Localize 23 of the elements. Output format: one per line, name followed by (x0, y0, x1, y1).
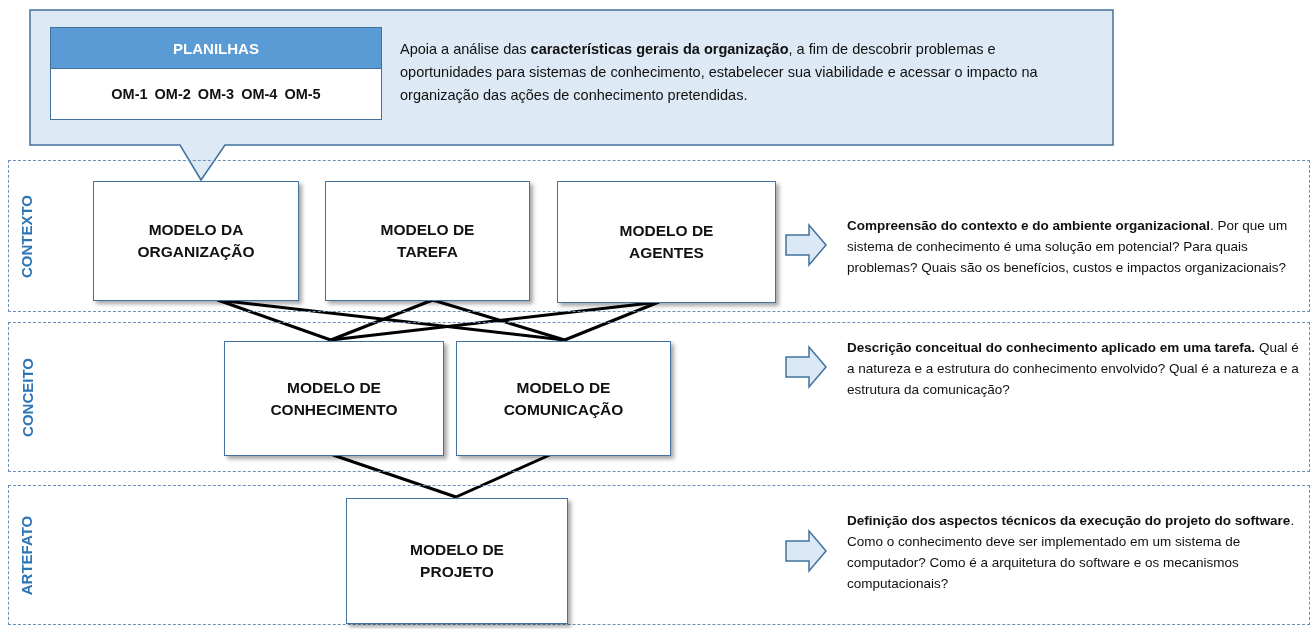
model-box: MODELO DE AGENTES (557, 181, 776, 303)
section-band (8, 160, 1310, 312)
model-box: MODELO DE CONHECIMENTO (224, 341, 444, 456)
block-arrow (785, 528, 827, 574)
model-box: MODELO DE TAREFA (325, 181, 530, 301)
section-band (8, 322, 1310, 472)
description-text: Apoia a análise das características gerais da organização, a fim de descobrir problemas e oportunidades para sistemas de conhecimento, estabelecer sua viabilidade e acessar o impacto na organização das ações de conhecimento pretendidas. (400, 40, 1039, 105)
section-label: ARTEFATO (18, 515, 36, 595)
description-text: Descrição conceitual do conhecimento aplicado em uma tarefa. Qual é a natureza e a estrutura do conhecimento envolvido? Qual é a natureza e a estrutura da comunicação? (827, 335, 1309, 401)
description-text: Definição dos aspectos técnicos da execução do projeto do software. Como o conhecimento deve ser implementado em um sistema de computador? Como é a arquitetura do software e os mecanismos computacionais? (827, 506, 1309, 598)
model-box: MODELO DA ORGANIZAÇÃO (93, 181, 299, 301)
block-arrow (785, 344, 827, 390)
section-label: CONTEXTO (18, 194, 36, 278)
description-text: Compreensão do contexto e do ambiente organizacional. Por que um sistema de conhecimento é uma solução em potencial? Para quais problemas? Quais são os benefícios, custos e impactos organizacionais? (827, 187, 1309, 305)
worksheet-table (50, 27, 382, 120)
table-cell-text: OM-1 OM-2 OM-3 OM-4 OM-5 (110, 85, 322, 104)
table-header: PLANILHAS (51, 28, 381, 69)
block-arrow (785, 222, 827, 268)
section-label: CONCEITO (18, 357, 36, 437)
model-box: MODELO DE COMUNICAÇÃO (456, 341, 671, 456)
callout-box (30, 10, 1113, 180)
section-band (8, 485, 1310, 625)
model-box: MODELO DE PROJETO (346, 498, 568, 624)
